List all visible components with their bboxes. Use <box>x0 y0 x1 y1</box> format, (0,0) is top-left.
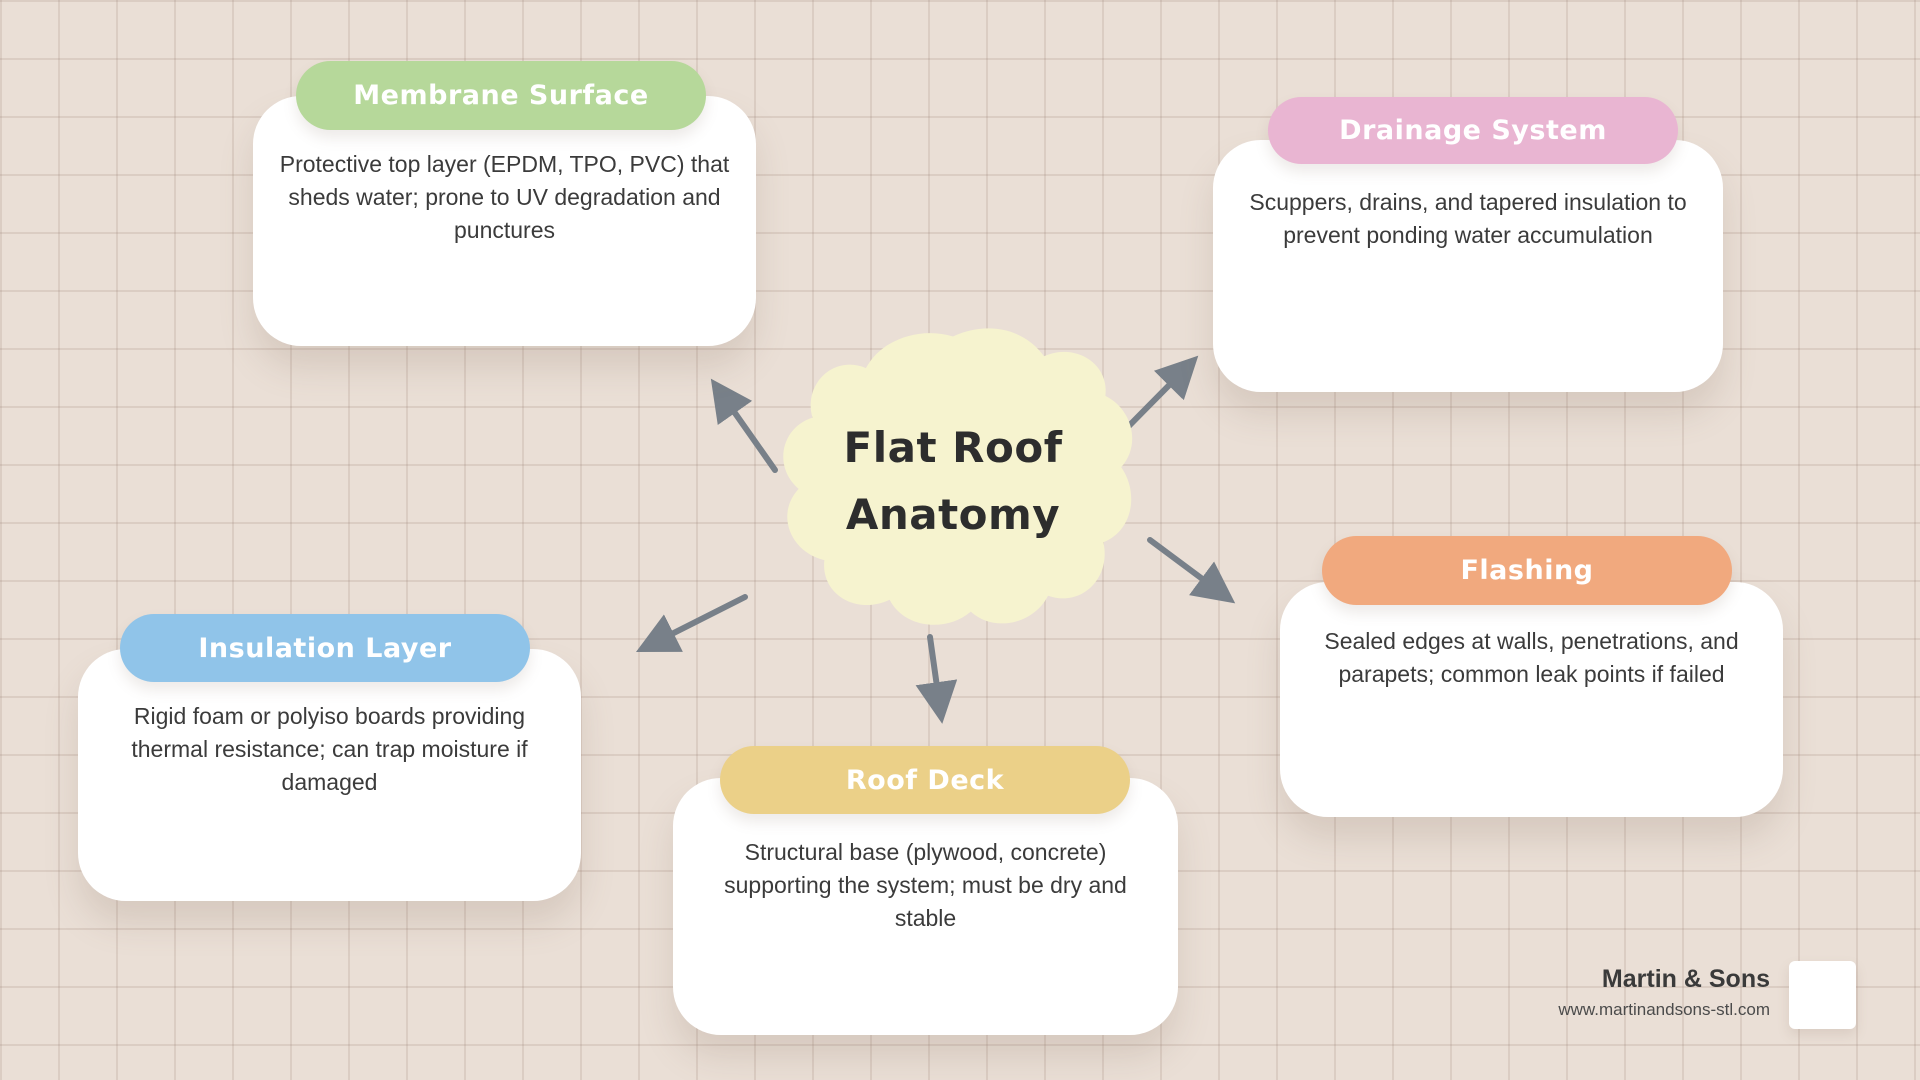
node-header-label: Membrane Surface <box>353 80 649 111</box>
diagram-title-line1: Flat Roof <box>843 423 1063 472</box>
node-card-membrane-surface: Protective top layer (EPDM, TPO, PVC) th… <box>253 96 756 346</box>
node-text: Scuppers, drains, and tapered insulation… <box>1249 189 1687 249</box>
node-header-label: Insulation Layer <box>198 632 452 664</box>
node-card-roof-deck: Structural base (plywood, concrete) supp… <box>673 778 1178 1035</box>
arrow-to-flashing <box>1147 537 1236 604</box>
footer-branding: Martin & Sons www.martinandsons-stl.com <box>1558 965 1770 1020</box>
node-text: Structural base (plywood, concrete) supp… <box>724 839 1127 932</box>
node-header-insulation-layer: Insulation Layer <box>120 614 530 682</box>
node-card-flashing: Sealed edges at walls, penetrations, and… <box>1280 582 1783 817</box>
company-logo-placeholder <box>1789 961 1856 1029</box>
node-card-insulation-layer: Rigid foam or polyiso boards providing t… <box>78 649 581 901</box>
node-header-label: Roof Deck <box>845 764 1005 796</box>
node-card-drainage-system: Scuppers, drains, and tapered insulation… <box>1213 140 1723 392</box>
node-header-drainage-system: Drainage System <box>1268 97 1678 164</box>
company-website: www.martinandsons-stl.com <box>1558 1000 1770 1019</box>
node-text: Protective top layer (EPDM, TPO, PVC) th… <box>279 151 730 244</box>
company-name: Martin & Sons <box>1601 965 1770 993</box>
node-header-label: Drainage System <box>1339 115 1607 146</box>
diagram-title-line2: Anatomy <box>845 490 1061 540</box>
node-header-label: Flashing <box>1460 555 1594 586</box>
node-text: Sealed edges at walls, penetrations, and… <box>1324 628 1739 688</box>
center-blob-shape <box>783 328 1133 625</box>
arrow-to-roof-deck <box>915 634 958 724</box>
node-header-flashing: Flashing <box>1322 536 1732 605</box>
node-header-membrane-surface: Membrane Surface <box>296 61 706 130</box>
diagram-title: Flat Roof Anatomy <box>765 414 1141 548</box>
node-text: Rigid foam or polyiso boards providing t… <box>131 703 528 796</box>
node-header-roof-deck: Roof Deck <box>720 746 1130 814</box>
center-node: Flat Roof Anatomy <box>765 318 1141 636</box>
arrow-to-insulation-layer <box>635 594 748 653</box>
